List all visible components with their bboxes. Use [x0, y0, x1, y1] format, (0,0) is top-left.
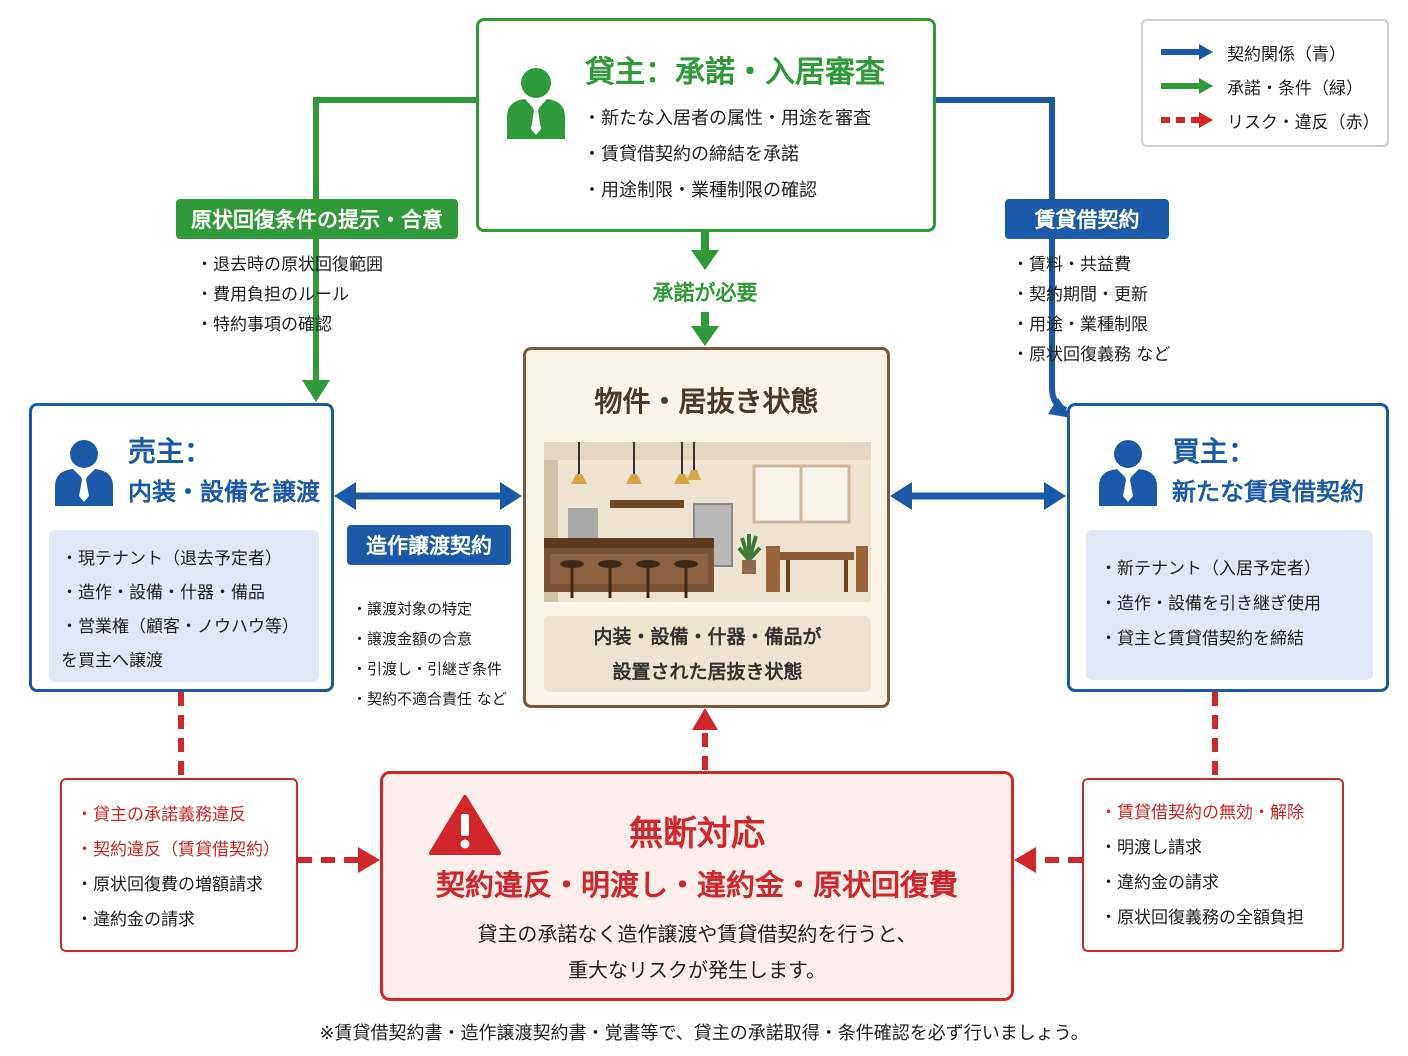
blue-arrowhead-buyer: [1048, 398, 1072, 418]
legend-label: 承諾・条件（緑）: [1227, 78, 1363, 99]
legend-label: 契約関係（青）: [1227, 44, 1346, 65]
blue-arrowhead-transfer-left: [334, 482, 356, 510]
list-item: ・賃貸借契約の締結を承諾: [583, 144, 799, 165]
list-item: ・造作・設備・什器・備品: [61, 583, 265, 603]
legend-item-contract: 契約関係（青）: [1161, 35, 1387, 69]
green-arrowhead-seller: [302, 380, 330, 402]
property-title: 物件・居抜き状態: [594, 385, 819, 418]
list-item: ・用途制限・業種制限の確認: [583, 180, 817, 201]
risk-body-line2: 重大なリスクが発生します。: [568, 958, 826, 982]
warning-icon: [429, 795, 501, 855]
list-item: ・原状回復義務の全額負担: [1100, 908, 1304, 928]
legend-item-risk: リスク・違反（赤）: [1161, 103, 1387, 137]
property-box: 物件・居抜き状態 内装・設備・什器: [523, 347, 890, 708]
blue-arrowhead-lease-right: [1044, 482, 1066, 510]
green-line-left: [313, 97, 476, 385]
person-icon: [1099, 440, 1157, 506]
list-item: ・貸主と賃貸借契約を締結: [1100, 629, 1304, 649]
transfer-list: ・譲渡対象の特定 ・譲渡金額の合意 ・引渡し・引継ぎ条件 ・契約不適合責任 など: [352, 594, 507, 714]
green-arrowhead-center-1: [691, 250, 719, 270]
blue-arrowhead-lease-left: [890, 482, 912, 510]
green-line-center-2: [701, 312, 709, 330]
list-item: ・譲渡金額の合意: [352, 630, 473, 648]
buyer-box: 買主： 新たな賃貸借契約 ・新テナント（入居予定者） ・造作・設備を引き継ぎ使用…: [1067, 403, 1389, 692]
list-item: ・契約不適合責任 など: [352, 690, 507, 708]
list-item: ・造作・設備を引き継ぎ使用: [1100, 594, 1321, 614]
list-item: ・契約期間・更新: [1012, 285, 1148, 305]
legend: 契約関係（青） 承諾・条件（緑） リスク・違反（赤）: [1141, 19, 1389, 147]
green-line-center-1: [701, 232, 709, 252]
list-item: ・違約金の請求: [1100, 873, 1219, 893]
list-item: ・新テナント（入居予定者）: [1100, 559, 1321, 579]
seller-box: 売主： 内装・設備を譲渡 ・現テナント（退去予定者） ・造作・設備・什器・備品 …: [29, 403, 334, 692]
list-item: ・引渡し・引継ぎ条件: [352, 660, 503, 678]
transfer-contract-tag: 造作譲渡契約: [347, 525, 511, 565]
list-item: ・現テナント（退去予定者）: [61, 549, 282, 569]
seller-risk-list: ・貸主の承諾義務違反 ・契約違反（賃貸借契約） ・原状回復費の増額請求 ・違約金…: [76, 798, 296, 938]
buyer-title-line2: 新たな賃貸借契約: [1172, 478, 1364, 506]
list-item: ・用途・業種制限: [1012, 315, 1148, 335]
buyer-info-panel: ・新テナント（入居予定者） ・造作・設備を引き継ぎ使用 ・貸主と賃貸借契約を締結: [1086, 530, 1373, 680]
legend-item-approval: 承諾・条件（緑）: [1161, 69, 1387, 103]
condition-tag: 原状回復条件の提示・合意: [176, 199, 458, 239]
red-arrowhead-right: [1014, 847, 1036, 873]
blue-arrow-icon: [1161, 44, 1213, 60]
list-item: ・費用負担のルール: [196, 285, 349, 305]
list-item: ・賃貸借契約の無効・解除: [1100, 803, 1304, 823]
list-item: ・明渡し請求: [1100, 838, 1202, 858]
lease-contract-tag: 賃貸借契約: [1005, 199, 1169, 239]
property-caption-line2: 設置された居抜き状態: [612, 661, 803, 683]
lease-contract-list: ・賃料・共益費 ・契約期間・更新 ・用途・業種制限 ・原状回復義務 など: [1012, 250, 1170, 370]
risk-center-box: 無断対応 契約違反・明渡し・違約金・原状回復費 貸主の承諾なく造作譲渡や賃貸借契…: [380, 771, 1014, 1001]
green-arrow-icon: [1161, 78, 1213, 94]
risk-body-line1: 貸主の承諾なく造作譲渡や賃貸借契約を行うと、: [477, 922, 917, 946]
buyer-list: ・新テナント（入居予定者） ・造作・設備を引き継ぎ使用 ・貸主と賃貸借契約を締結: [1100, 552, 1373, 657]
property-caption-line1: 内装・設備・什器・備品が: [593, 626, 822, 648]
list-item: ・原状回復費の増額請求: [76, 875, 263, 895]
approval-label: 承諾が必要: [652, 281, 758, 305]
seller-list: ・現テナント（退去予定者） ・造作・設備・什器・備品 ・営業権（顧客・ノウハウ等…: [61, 542, 319, 678]
list-item: ・新たな入居者の属性・用途を審査: [583, 108, 871, 129]
blue-arrowhead-transfer-right: [500, 482, 522, 510]
legend-label: リスク・違反（赤）: [1227, 112, 1380, 133]
list-item: ・賃料・共益費: [1012, 255, 1131, 275]
list-item: ・退去時の原状回復範囲: [196, 255, 383, 275]
red-arrowhead-center: [692, 708, 718, 730]
green-arrowhead-center-2: [691, 326, 719, 346]
buyer-title-line1: 買主：: [1172, 435, 1257, 468]
list-item: ・営業権（顧客・ノウハウ等）: [61, 617, 299, 637]
list-item: ・特約事項の確認: [196, 315, 332, 335]
footnote: ※賃貸借契約書・造作譲渡契約書・覚書等で、貸主の承諾取得・条件確認を必ず行いまし…: [319, 1023, 1089, 1044]
risk-title: 無断対応: [629, 814, 765, 854]
condition-list: ・退去時の原状回復範囲 ・費用負担のルール ・特約事項の確認: [196, 250, 383, 340]
landlord-box: 貸主：承諾・入居審査 ・新たな入居者の属性・用途を審査 ・賃貸借契約の締結を承諾…: [476, 18, 936, 232]
list-item: ・契約違反（賃貸借契約）: [76, 840, 280, 860]
person-icon: [507, 68, 565, 139]
list-item: ・違約金の請求: [76, 910, 195, 930]
list-item: ・譲渡対象の特定: [352, 600, 473, 618]
kitchen-illustration: [544, 442, 871, 602]
list-item: ・貸主の承諾義務違反: [76, 805, 246, 825]
buyer-risk-box: ・賃貸借契約の無効・解除 ・明渡し請求 ・違約金の請求 ・原状回復義務の全額負担: [1082, 778, 1344, 952]
landlord-list: ・新たな入居者の属性・用途を審査 ・賃貸借契約の締結を承諾 ・用途制限・業種制限…: [583, 101, 871, 209]
buyer-risk-list: ・賃貸借契約の無効・解除 ・明渡し請求 ・違約金の請求 ・原状回復義務の全額負担: [1100, 796, 1342, 936]
list-item: を買主へ譲渡: [61, 651, 163, 671]
seller-info-panel: ・現テナント（退去予定者） ・造作・設備・什器・備品 ・営業権（顧客・ノウハウ等…: [49, 530, 319, 682]
red-arrowhead-left: [358, 847, 380, 873]
list-item: ・原状回復義務 など: [1012, 345, 1171, 365]
person-icon: [55, 440, 113, 506]
seller-risk-box: ・貸主の承諾義務違反 ・契約違反（賃貸借契約） ・原状回復費の増額請求 ・違約金…: [60, 778, 298, 952]
seller-title-line1: 売主：: [128, 435, 213, 468]
property-caption-panel: 内装・設備・什器・備品が 設置された居抜き状態: [544, 616, 871, 692]
seller-title-line2: 内装・設備を譲渡: [128, 478, 320, 506]
landlord-title: 貸主：承諾・入居審査: [585, 55, 885, 90]
risk-subtitle: 契約違反・明渡し・違約金・原状回復費: [435, 868, 958, 902]
red-dashed-arrow-icon: [1161, 112, 1213, 128]
